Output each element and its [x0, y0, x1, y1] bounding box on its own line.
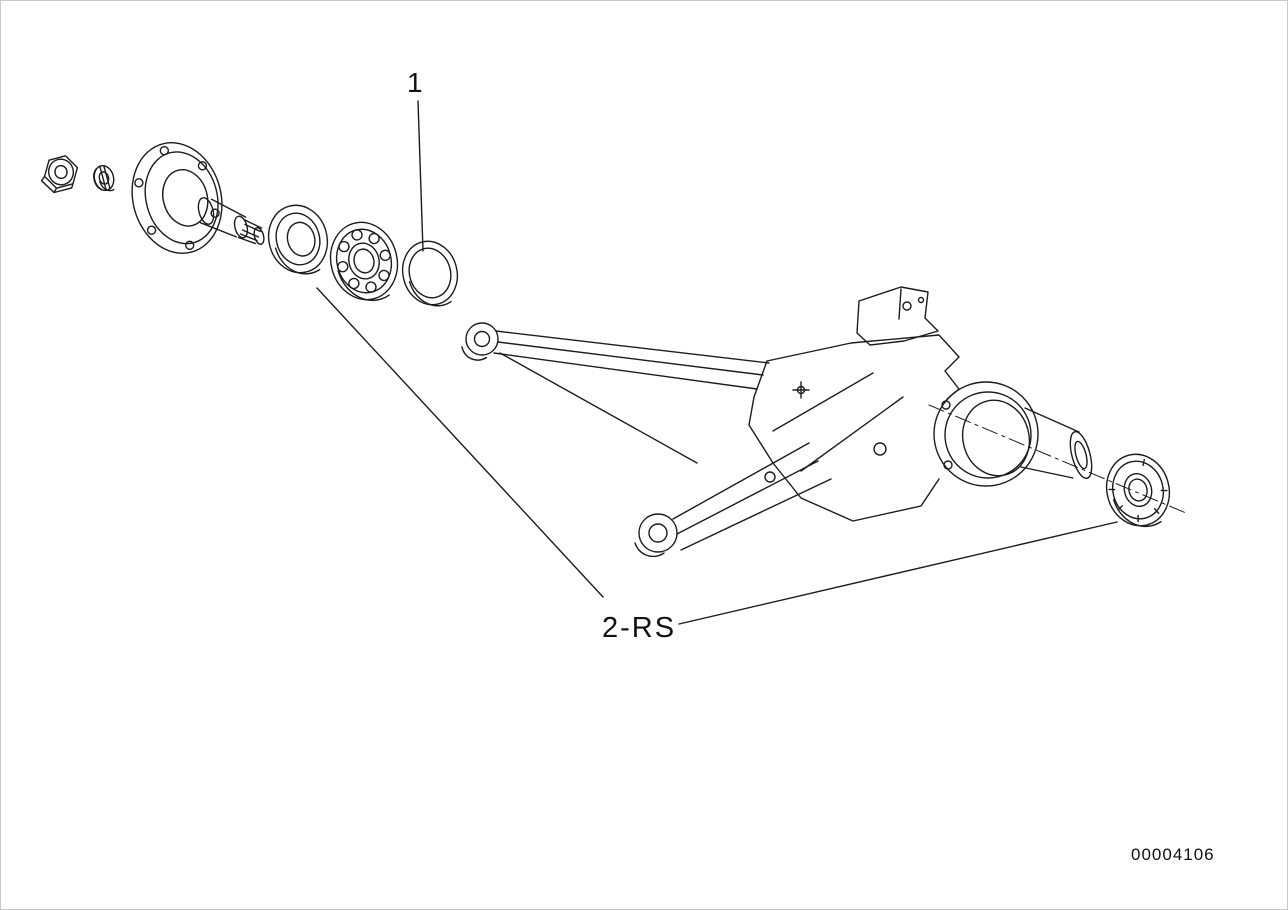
part-callout-2rs: 2-RS: [602, 612, 677, 644]
ball-bearing: [329, 221, 399, 302]
trailing-arm: [461, 286, 1093, 558]
shaft-seal-ring: [267, 204, 329, 275]
axle-centerline: [928, 404, 1187, 514]
outer-wheel-bearing: [1105, 453, 1171, 528]
retaining-ring-part-1: [401, 240, 459, 307]
leader-lines: [316, 100, 1118, 625]
hex-nut: [40, 155, 79, 194]
part-callout-1: 1: [407, 67, 423, 98]
diagram-number: 00004106: [1131, 845, 1215, 864]
output-flange-hub: [131, 142, 265, 254]
spacer-bushing: [93, 164, 115, 192]
